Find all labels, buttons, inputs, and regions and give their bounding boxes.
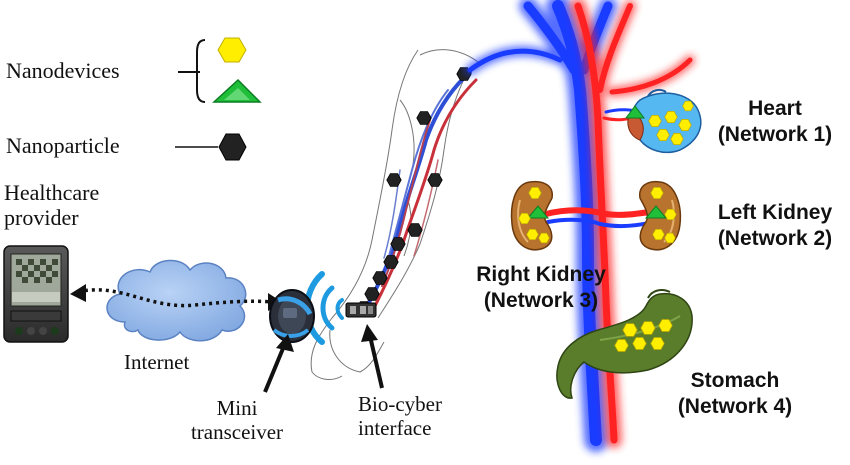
internet-label: Internet (124, 350, 190, 374)
left-kidney-organ (639, 180, 682, 251)
right-kidney-organ (510, 180, 553, 251)
bio-cyber-interface-chip (345, 302, 377, 318)
nanodevice-hexagon-icon (217, 37, 247, 63)
left-kidney-network: (Network 2) (717, 227, 833, 251)
right-kidney-label: Right Kidney (Network 3) (456, 262, 626, 315)
mini-transceiver-label: Mini transceiver (182, 396, 292, 444)
legend-nanoparticle-label: Nanoparticle (6, 133, 120, 158)
heart-network: (Network 1) (717, 123, 833, 147)
stomach-organ (556, 289, 693, 399)
stomach-name: Stomach (690, 369, 780, 392)
pointer-arrows (263, 324, 384, 393)
wristband-icon (269, 289, 315, 343)
bio-cyber-line-2: interface (358, 416, 432, 441)
bio-cyber-line-1: Bio-cyber (358, 392, 442, 416)
stomach-label: Stomach (Network 4) (660, 368, 810, 421)
right-kidney-network: (Network 3) (483, 289, 599, 313)
left-kidney-label: Left Kidney (Network 2) (700, 200, 850, 253)
healthcare-provider-line-1: Healthcare (4, 180, 100, 205)
left-kidney-name: Left Kidney (717, 201, 833, 224)
mini-transceiver-line-1: Mini (216, 396, 258, 420)
healthcare-provider-label: Healthcare provider (4, 180, 99, 231)
legend-brace (178, 39, 206, 103)
arm-outline (310, 49, 479, 380)
legend (175, 37, 262, 161)
stomach-network: (Network 4) (677, 395, 793, 419)
bio-cyber-interface-label: Bio-cyber interface (358, 392, 442, 440)
right-kidney-name: Right Kidney (476, 263, 606, 286)
heart-organ (625, 88, 702, 154)
healthcare-provider-line-2: provider (4, 205, 79, 231)
legend-nanodevices-label: Nanodevices (6, 58, 120, 83)
heart-name: Heart (748, 97, 802, 120)
nanoparticle-icon (218, 133, 247, 161)
mini-transceiver-line-2: transceiver (190, 420, 284, 445)
heart-label: Heart (Network 1) (700, 96, 850, 149)
cloud-icon (106, 259, 247, 342)
pda-device-icon (3, 245, 69, 343)
